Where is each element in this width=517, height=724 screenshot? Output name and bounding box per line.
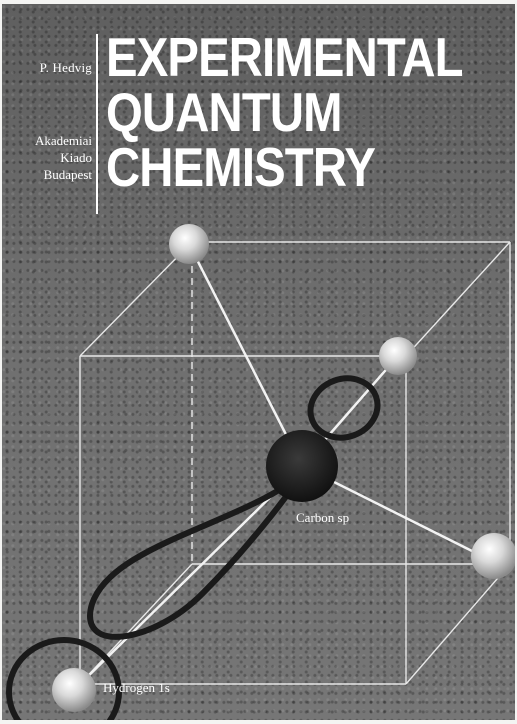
publisher-line: Budapest [43,167,92,182]
book-title: EXPERIMENTAL QUANTUM CHEMISTRY [106,26,464,198]
book-cover [2,4,515,720]
title-line: CHEMISTRY [106,136,376,198]
atom-right-lower [471,533,515,579]
atom-carbon [266,430,338,502]
carbon-label: Carbon sp [296,510,350,525]
atom-hydrogen [52,668,96,712]
publisher-line: Kiado [60,150,92,165]
atom-top [169,224,209,264]
molecular-orbital-illustration [6,224,515,720]
publisher-block: Akademiai Kiado Budapest [2,132,92,183]
hydrogen-label: Hydrogen 1s [103,680,170,695]
cube-wireframe [79,241,511,685]
title-divider [96,34,98,214]
title-line: QUANTUM [106,81,343,143]
title-line: EXPERIMENTAL [106,26,464,88]
atom-right-upper [379,337,417,375]
orbital-lobes [6,375,381,720]
author-name: P. Hedvig [39,60,92,75]
publisher-line: Akademiai [34,133,92,148]
